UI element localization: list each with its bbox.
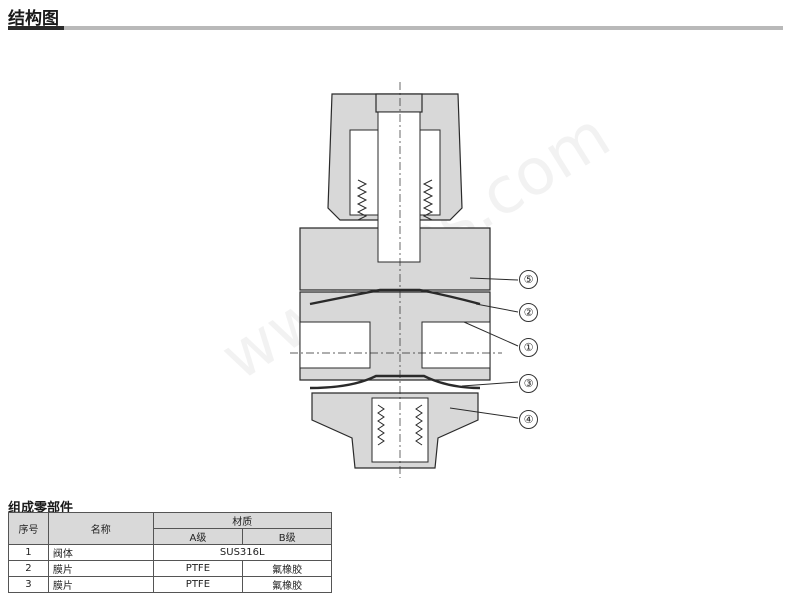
upper-diaphragm	[309, 288, 481, 306]
title-rule	[8, 26, 783, 30]
inlet-port	[299, 321, 371, 369]
row-material-a: PTFE	[152, 560, 244, 577]
section-title: 结构图	[8, 9, 59, 29]
leader-1	[463, 321, 519, 347]
row-name: 阀体	[47, 544, 154, 561]
leader-4	[449, 407, 519, 419]
stem-bore	[377, 111, 421, 263]
row-material-b: 氟橡胶	[242, 560, 332, 577]
table-row: 1 阀体 SUS316L	[8, 544, 333, 561]
outlet-port	[421, 321, 491, 369]
title-rule-accent	[8, 26, 64, 30]
header-grade-a: A级	[152, 528, 244, 545]
header-no: 序号	[8, 512, 49, 545]
header-name: 名称	[47, 512, 154, 545]
parts-table: 序号 名称 材质 A级 B级 1 阀体 SUS316L 2 膜片 PTFE 氟橡…	[8, 512, 333, 593]
structure-diagram	[290, 82, 519, 478]
row-material: SUS316L	[152, 544, 333, 561]
callout-2: ②	[519, 303, 538, 322]
callout-4: ④	[519, 410, 538, 429]
row-name: 膜片	[47, 560, 154, 577]
callout-5: ⑤	[519, 270, 538, 289]
row-no: 3	[8, 576, 49, 593]
row-no: 1	[8, 544, 49, 561]
lower-spring	[377, 404, 423, 446]
callout-1: ①	[519, 338, 538, 357]
header-grade-b: B级	[242, 528, 332, 545]
row-material-a: PTFE	[152, 576, 244, 593]
row-material-b: 氟橡胶	[242, 576, 332, 593]
adjust-screw-top	[375, 93, 423, 113]
table-row: 2 膜片 PTFE 氟橡胶	[8, 560, 332, 577]
header-material: 材质	[152, 512, 333, 529]
row-no: 2	[8, 560, 49, 577]
callout-3: ③	[519, 374, 538, 393]
leader-2	[475, 303, 519, 313]
lower-diaphragm	[309, 374, 481, 390]
row-name: 膜片	[47, 576, 154, 593]
leader-5	[469, 277, 519, 281]
leader-3	[461, 381, 519, 387]
upper-spring	[356, 179, 434, 221]
table-row: 3 膜片 PTFE 氟橡胶	[8, 576, 332, 593]
